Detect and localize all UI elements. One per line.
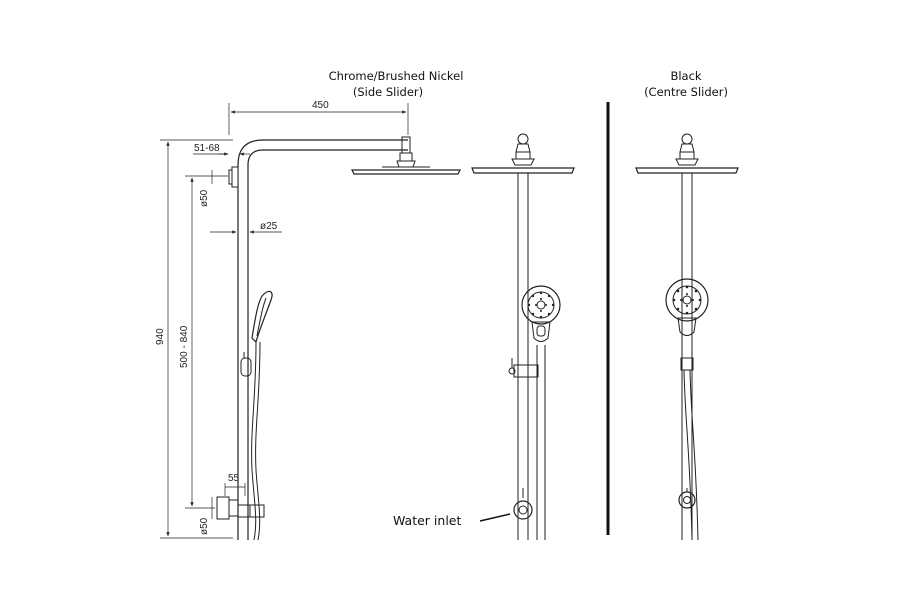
water-inlet-pointer (479, 513, 511, 522)
dim-riser-dia: ø25 (260, 221, 278, 232)
black-hand-shower-nozzles (672, 285, 702, 315)
front-view-centre-slider (635, 133, 739, 541)
dimension-lines (160, 103, 409, 539)
left-header-subtitle: (Side Slider) (353, 85, 423, 99)
hand-shower-nozzles (527, 291, 555, 319)
dim-slider-range: 500 - 840 (179, 325, 190, 368)
right-header-subtitle: (Centre Slider) (644, 85, 728, 99)
front-view-side-slider (471, 133, 575, 540)
left-header-title: Chrome/Brushed Nickel (329, 69, 464, 83)
dim-top-bracket-dia: ø50 (199, 189, 210, 207)
water-inlet-label: Water inlet (393, 513, 461, 528)
side-view (216, 136, 461, 541)
dim-arm-length: 450 (312, 100, 329, 111)
dim-total-height: 940 (155, 328, 166, 345)
dim-offset: 51-68 (194, 143, 220, 154)
dim-inlet-offset: 55 (228, 473, 240, 484)
dim-bottom-bracket-dia: ø50 (199, 517, 210, 535)
right-header-title: Black (670, 69, 701, 83)
